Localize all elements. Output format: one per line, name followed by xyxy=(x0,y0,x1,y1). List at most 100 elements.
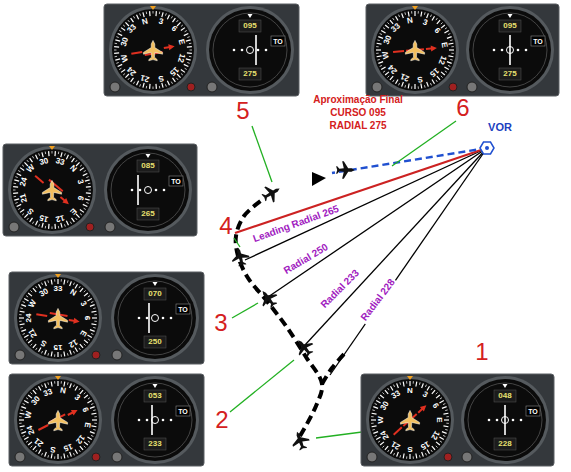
instrument-panel xyxy=(0,135,197,245)
compass-mark: N xyxy=(406,17,413,26)
compass-tick xyxy=(114,50,117,51)
compass-tick xyxy=(162,83,163,88)
compass-tick xyxy=(378,441,380,442)
to-flag: TO xyxy=(528,408,538,415)
compass-tick xyxy=(411,11,412,13)
course-arrow xyxy=(416,403,428,415)
to-flag: TO xyxy=(178,408,188,415)
compass-tick xyxy=(63,453,65,458)
compass-tick xyxy=(448,43,453,45)
gauge-face xyxy=(107,149,189,231)
compass-tick xyxy=(75,347,78,351)
compass-tick xyxy=(173,18,176,22)
cdi-gauge xyxy=(111,376,199,464)
deviation-dot xyxy=(155,189,158,192)
callout-number: 4 xyxy=(219,214,232,238)
compass-tick xyxy=(431,388,432,390)
compass-tick xyxy=(19,416,21,417)
compass-tick xyxy=(442,407,447,409)
compass-tick xyxy=(149,84,151,89)
compass-tick xyxy=(385,446,388,450)
hsi-knob xyxy=(9,222,19,232)
compass-tick xyxy=(418,86,419,88)
compass-tick xyxy=(54,456,55,458)
compass-tick xyxy=(80,210,84,213)
compass-tick xyxy=(181,28,185,31)
compass-tick xyxy=(440,441,442,442)
compass-tick xyxy=(47,382,49,384)
compass-tick xyxy=(14,183,16,184)
compass-tick xyxy=(39,284,42,288)
compass-tick xyxy=(30,446,32,448)
compass-tick xyxy=(93,327,95,329)
compass-tick xyxy=(414,84,415,89)
compass-tick xyxy=(64,224,66,226)
callout-number: 6 xyxy=(456,96,469,120)
obs-knob xyxy=(112,350,122,360)
top-index xyxy=(153,282,158,286)
compass-tick xyxy=(427,13,429,18)
hsi-knob xyxy=(92,351,100,359)
compass-mark: E xyxy=(435,417,443,422)
compass-tick xyxy=(91,302,93,303)
compass-tick xyxy=(176,20,178,22)
hsi-knob xyxy=(15,452,25,462)
compass-tick xyxy=(378,37,383,39)
compass-tick xyxy=(14,180,19,181)
compass-tick xyxy=(45,350,47,355)
compass-tick xyxy=(388,388,389,390)
compass-tick xyxy=(70,350,72,355)
compass-tick xyxy=(48,151,50,156)
compass-tick xyxy=(83,174,88,176)
compass-tick xyxy=(427,82,429,87)
deviation-dot xyxy=(265,49,268,52)
instrument-panel xyxy=(5,265,204,372)
compass-tick xyxy=(406,381,407,383)
arrowhead xyxy=(312,172,326,186)
compass-tick xyxy=(403,382,405,387)
to-flag: TO xyxy=(273,38,283,45)
compass-mark: S xyxy=(407,445,412,453)
compass-tick xyxy=(52,227,53,230)
compass-tick xyxy=(409,381,410,386)
gauge-face xyxy=(112,9,194,91)
callout-number: 2 xyxy=(215,408,228,432)
compass-mark: 12 xyxy=(54,213,65,223)
compass-tick xyxy=(371,419,376,420)
cdi-needle xyxy=(504,405,506,435)
compass-tick xyxy=(23,435,25,436)
compass-tick xyxy=(184,34,189,36)
compass-tick xyxy=(20,210,24,213)
course-arrow xyxy=(426,45,437,52)
compass-tick xyxy=(119,31,121,32)
course-tail xyxy=(393,427,403,436)
compass-tick xyxy=(45,281,47,286)
obs-course: 048 xyxy=(498,392,511,400)
compass-tick xyxy=(115,40,120,41)
compass-tick xyxy=(58,226,59,228)
own-aircraft xyxy=(143,40,162,60)
compass-tick xyxy=(73,385,74,387)
compass-tick xyxy=(137,81,139,86)
cdi-needle xyxy=(151,405,153,435)
compass-tick xyxy=(91,425,96,427)
compass-tick xyxy=(58,152,59,154)
compass-tick xyxy=(162,12,163,17)
compass-tick xyxy=(22,165,24,167)
deviation-dot xyxy=(170,419,173,422)
compass-tick xyxy=(24,299,28,302)
compass-tick xyxy=(382,446,384,448)
course-pointer xyxy=(33,170,73,206)
compass-tick xyxy=(70,222,71,224)
compass-tick xyxy=(436,446,438,448)
compass-tick xyxy=(155,11,157,16)
compass-tick xyxy=(427,449,430,453)
hsi-gauge xyxy=(13,375,103,465)
to-window xyxy=(531,36,545,46)
compass-tick xyxy=(396,16,399,20)
compass-tick xyxy=(79,286,80,288)
compass-tick xyxy=(61,354,62,356)
compass-tick xyxy=(383,71,385,72)
compass-tick xyxy=(441,25,445,28)
compass-tick xyxy=(399,15,400,17)
